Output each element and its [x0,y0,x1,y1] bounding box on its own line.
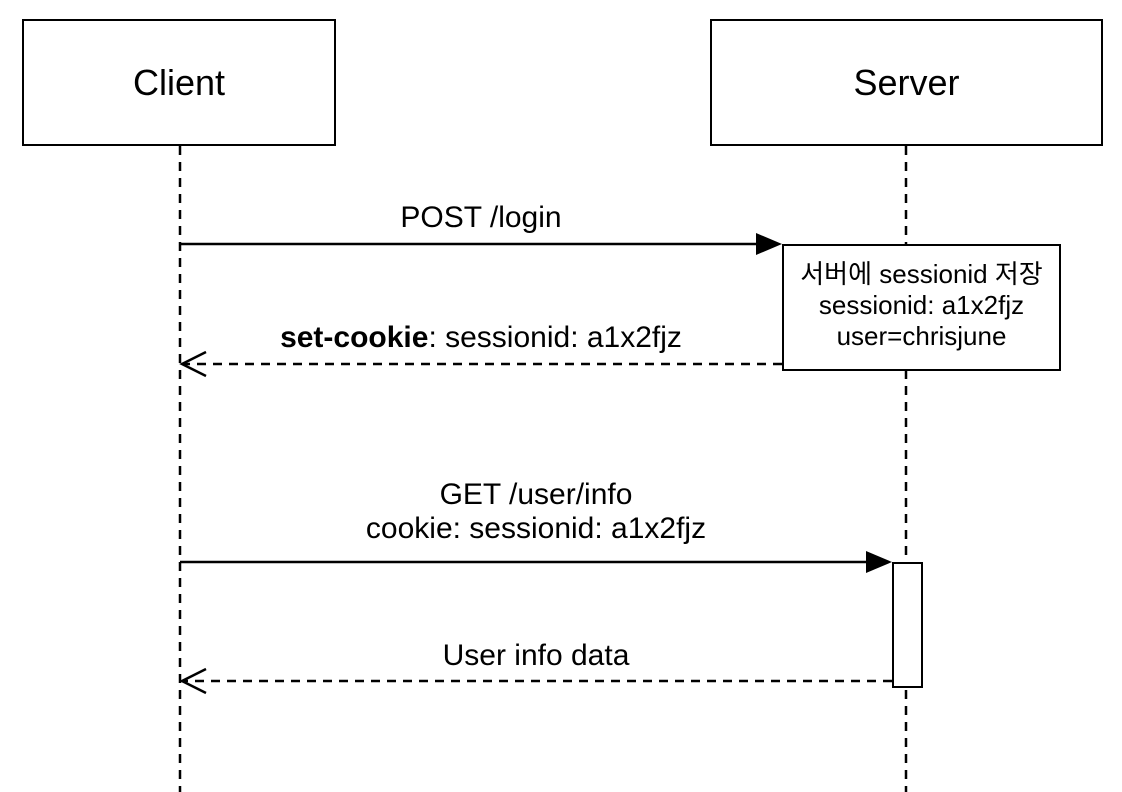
get-user-info-cookie-line: cookie: sessionid: a1x2fjz [365,512,707,545]
set-cookie-header-value: : sessionid: a1x2fjz [428,321,682,354]
server-actor-box: Server [710,19,1103,146]
server-actor-label: Server [853,61,960,103]
get-user-info-label: GET /user/info cookie: sessionid: a1x2fj… [180,478,892,546]
set-cookie-header-name: set-cookie [280,321,429,354]
user-info-data-label: User info data [442,639,630,672]
note-line-2: sessionid: a1x2fjz [818,290,1025,320]
get-user-info-arrowhead [866,551,892,573]
set-cookie-arrowhead [179,350,207,378]
client-actor-label: Client [132,61,226,103]
set-cookie-label: set-cookie: sessionid: a1x2fjz [180,321,782,355]
note-line-3: user=chrisjune [836,321,1007,351]
get-user-info-request-line: GET /user/info [439,478,633,511]
server-session-note: 서버에 sessionid 저장 sessionid: a1x2fjz user… [782,244,1061,371]
user-info-data-arrowhead [179,667,207,695]
note-line-1: 서버에 sessionid 저장 [800,259,1043,289]
post-login-arrowhead [756,233,782,255]
server-activation-bar [892,562,923,688]
post-login-label: POST /login [400,201,562,234]
client-actor-box: Client [22,19,336,146]
